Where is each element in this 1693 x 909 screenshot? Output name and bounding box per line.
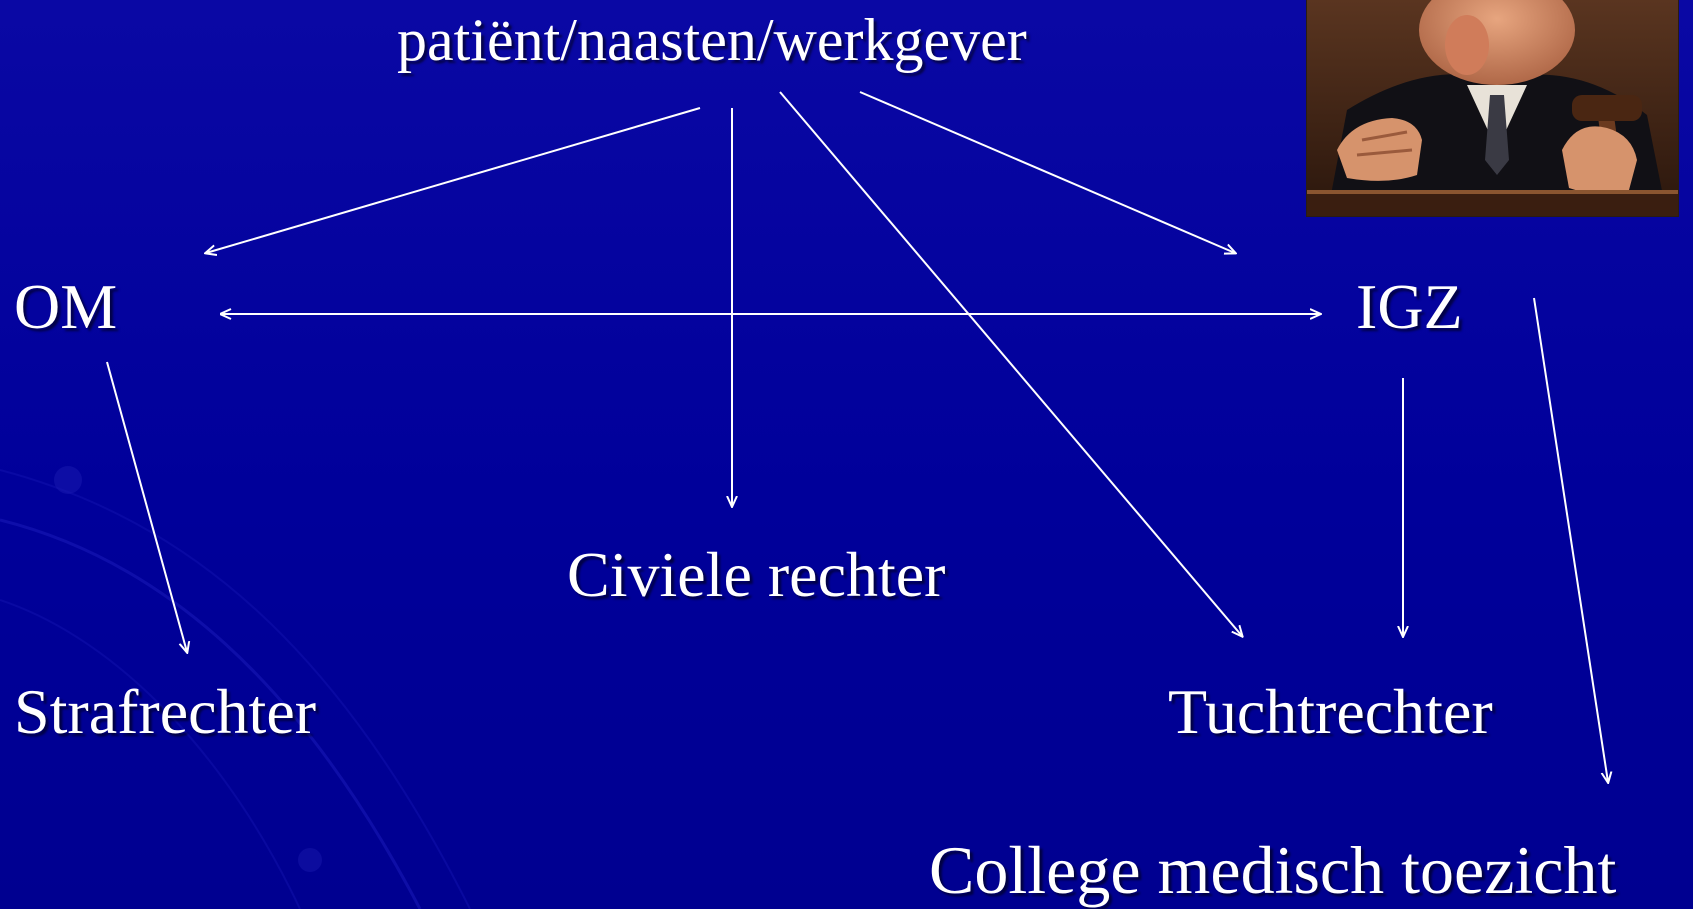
node-strafrechter: Strafrechter (14, 676, 317, 747)
node-civiele-rechter: Civiele rechter (567, 539, 946, 610)
arrow-igz-to-college (1533, 297, 1608, 782)
arrow-top-to-tucht (779, 91, 1242, 636)
judge-illustration (1307, 0, 1678, 216)
arrow-top-to-om (206, 107, 701, 253)
node-tuchtrechter: Tuchtrechter (1168, 676, 1493, 747)
arrow-top-to-igz (859, 91, 1235, 253)
node-college-medisch-toezicht: College medisch toezicht (929, 832, 1617, 908)
node-patient-naasten-werkgever: patiënt/naasten/werkgever (397, 7, 1027, 73)
node-om: OM (14, 271, 118, 342)
arrow-om-to-straf (106, 361, 187, 652)
node-igz: IGZ (1356, 271, 1463, 342)
